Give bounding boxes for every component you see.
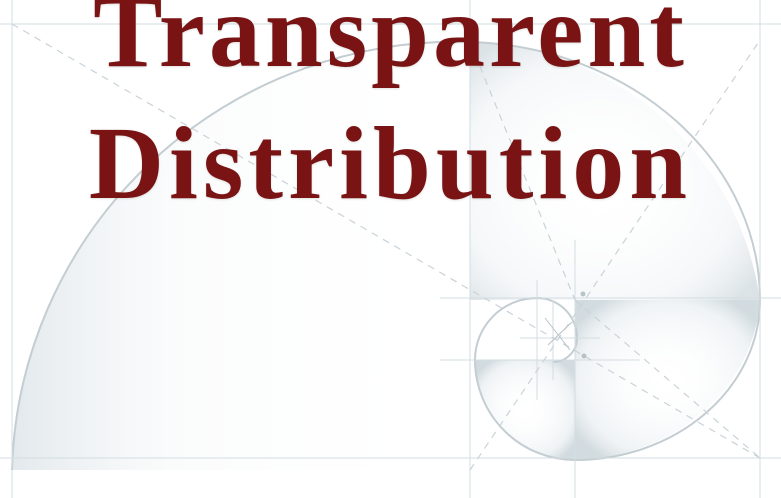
diagonal-guides <box>11 23 761 471</box>
center-marks <box>544 291 587 359</box>
spiral-shade-upper-right <box>470 42 760 300</box>
spiral-shade-lower-right <box>575 300 760 460</box>
title-line-distribution: Distribution <box>88 106 693 221</box>
spiral-shade-large <box>12 41 470 471</box>
spiral-shade-lower <box>475 360 575 460</box>
title-line-transparent: Transparent <box>93 0 688 89</box>
